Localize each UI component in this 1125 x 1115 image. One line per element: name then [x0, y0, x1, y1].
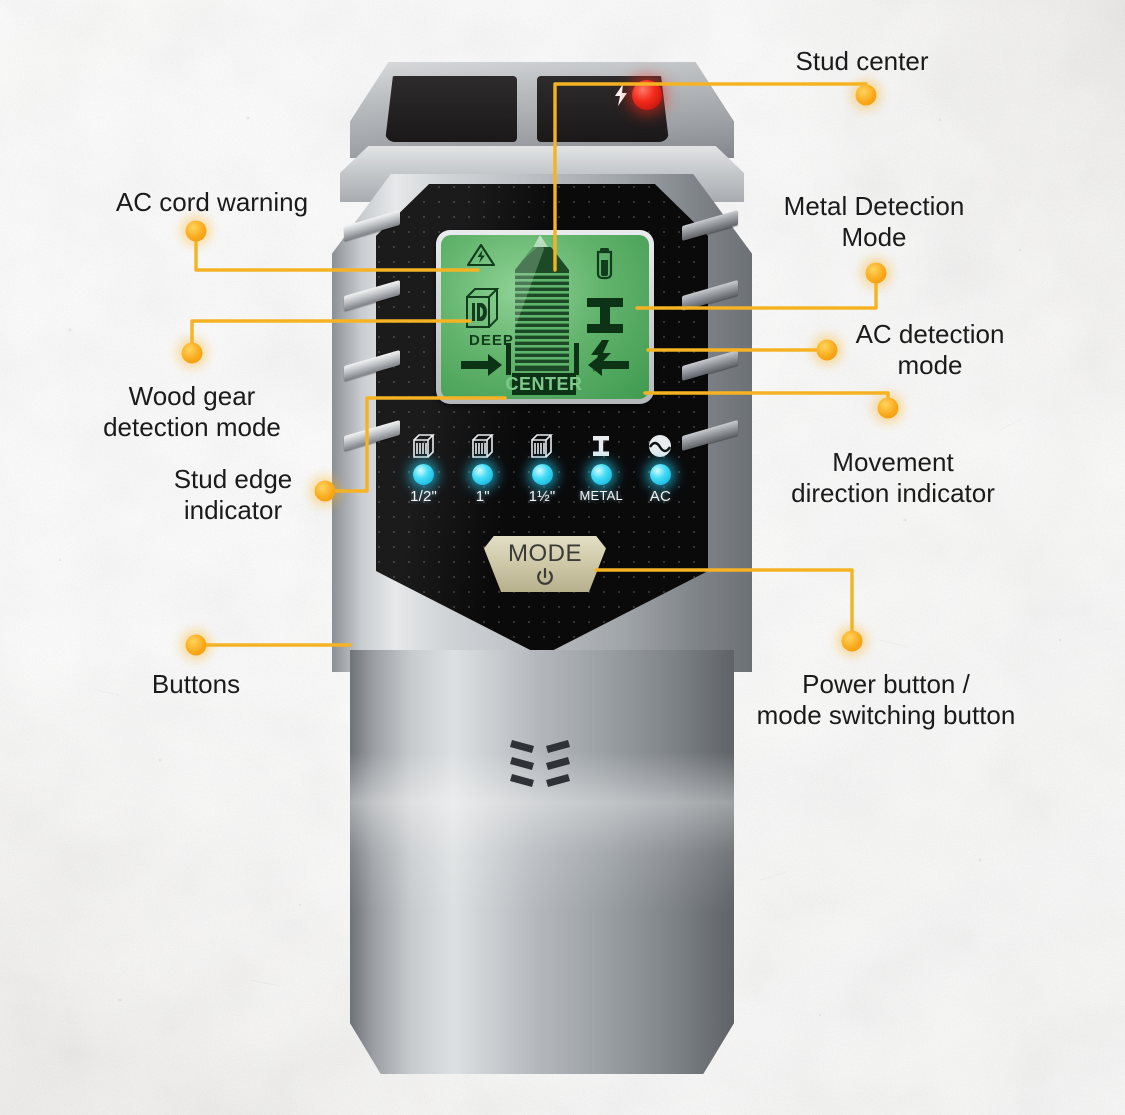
arrow-right-icon	[461, 354, 502, 376]
grip-slot	[344, 419, 400, 452]
button-label: 1"	[475, 488, 490, 505]
lcd-display: DEEP	[441, 235, 649, 399]
button-label: METAL	[579, 488, 623, 503]
button-metal[interactable]: METAL	[572, 430, 631, 522]
callout-dot-stud-edge-indicator[interactable]	[314, 480, 336, 502]
ac-alert-led	[632, 80, 662, 110]
grip-slot	[682, 209, 738, 242]
callout-label-stud-edge-indicator: Stud edge indicator	[173, 464, 293, 525]
callout-dot-wood-gear-mode[interactable]	[181, 342, 203, 364]
grip-slot	[682, 419, 738, 452]
callout-label-ac-detection-mode: AC detection mode	[855, 319, 1005, 380]
lcd-deep-text: DEEP	[469, 332, 514, 349]
button-label: 1/2"	[410, 488, 438, 505]
stud-bar-graph	[515, 247, 569, 371]
callout-label-movement-direction: Movement direction indicator	[791, 447, 995, 508]
callout-label-buttons: Buttons	[151, 669, 241, 699]
ac-warning-bolt-glyph	[477, 250, 485, 263]
mode-power-button[interactable]: MODE	[484, 536, 606, 592]
callout-label-wood-gear-mode: Wood gear detection mode	[103, 381, 281, 442]
callout-dot-metal-detection-mode[interactable]	[865, 262, 887, 284]
led-indicator	[531, 464, 553, 485]
callout-label-metal-detection-mode: Metal Detection Mode	[783, 191, 965, 252]
callout-dot-stud-center[interactable]	[855, 84, 877, 106]
callout-dot-movement-direction[interactable]	[877, 397, 899, 419]
led-indicator	[649, 464, 671, 485]
deep-cube-icon	[466, 288, 500, 328]
callout-dot-ac-detection-mode[interactable]	[816, 339, 838, 361]
callout-dot-buttons[interactable]	[185, 634, 207, 656]
stud-finder-device: DEEP	[332, 62, 752, 1074]
wood-block-icon	[412, 434, 435, 458]
top-sensor-pad-left	[385, 76, 517, 142]
callout-label-power-mode-button: Power button / mode switching button	[756, 669, 1016, 730]
grip-slot	[344, 279, 400, 312]
center-label-plate	[512, 373, 576, 395]
led-indicator	[413, 464, 435, 485]
device-lower-housing	[350, 650, 734, 1074]
callout-label-stud-center: Stud center	[795, 46, 929, 76]
chevron-grip-icon	[510, 740, 570, 787]
callout-dot-ac-cord-warning[interactable]	[185, 220, 207, 242]
wood-block-icon	[471, 434, 494, 458]
led-indicator	[590, 464, 612, 485]
power-icon	[537, 567, 553, 585]
mode-button-label: MODE	[508, 539, 582, 567]
callout-dot-power-mode-button[interactable]	[841, 630, 863, 652]
button-label: AC	[649, 488, 672, 505]
button-one-and-half-inch[interactable]: 1½"	[512, 430, 571, 522]
button-one-inch[interactable]: 1"	[453, 430, 512, 522]
button-half-inch[interactable]: 1/2"	[394, 430, 453, 522]
button-ac[interactable]: AC	[631, 430, 690, 522]
stud-edge-bar-left	[506, 343, 511, 375]
lcd-center-text: CENTER	[505, 374, 582, 394]
mode-button-row: 1/2" 1" 1½"	[394, 430, 690, 522]
i-beam-metal-icon	[593, 436, 610, 456]
ac-wave-icon	[649, 435, 672, 457]
grip-slot	[344, 349, 400, 382]
i-beam-metal-icon	[587, 298, 623, 333]
ac-alert-bolt-icon	[615, 84, 627, 106]
battery-icon	[596, 248, 613, 280]
lcd-bezel: DEEP	[436, 230, 654, 404]
deep-cube-inner-glyph	[472, 303, 487, 321]
callout-label-ac-cord-warning: AC cord warning	[115, 187, 309, 217]
button-label: 1½"	[528, 488, 556, 505]
lcd-content: DEEP	[461, 235, 629, 395]
grip-slot	[682, 349, 738, 382]
grip-slot	[344, 209, 400, 242]
led-indicator	[472, 464, 494, 485]
stud-edge-bar-right	[574, 343, 579, 375]
wood-block-icon	[531, 434, 553, 458]
grip-slot	[682, 279, 738, 312]
arrow-left-icon	[588, 354, 629, 376]
